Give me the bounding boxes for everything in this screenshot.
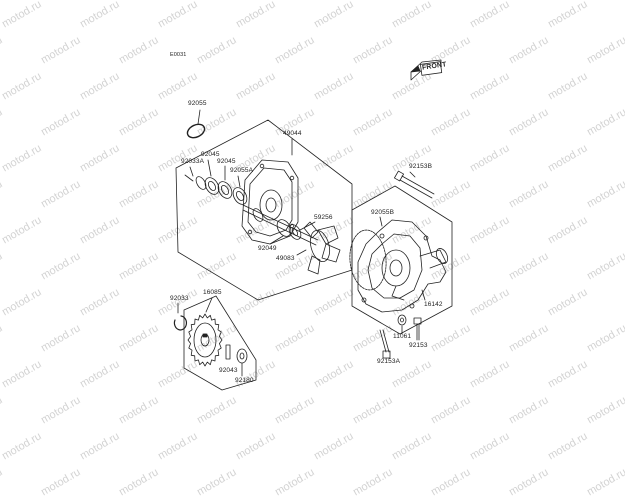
leader-16085: [205, 297, 213, 313]
part-label-92153a: 92153A: [377, 358, 401, 365]
leader-92045a: [207, 159, 212, 177]
leader-92049: [269, 235, 284, 245]
part-label-59256: 59256: [314, 214, 333, 221]
part-label-92049: 92049: [258, 245, 277, 252]
bearing-stack: [184, 174, 248, 205]
leader-92033a: [189, 166, 194, 177]
watermark-text: motod.ru: [195, 466, 239, 498]
watermark-text: motod.ru: [429, 466, 473, 498]
part-label-92055a: 92055A: [230, 167, 254, 174]
part-label-92045b: 92045: [217, 158, 236, 165]
o-ring-92055: [186, 123, 206, 139]
pump-shaft: [242, 204, 319, 246]
part-label-92043: 92043: [219, 367, 238, 374]
part-label-49083: 49083: [276, 255, 295, 262]
part-label-92153b: 92153B: [409, 163, 433, 170]
bolt-92153a: [379, 329, 391, 359]
washer-92180: [236, 348, 248, 364]
leader-92055a: [237, 175, 241, 188]
watermark-text: motod.ru: [273, 466, 317, 498]
part-label-92180: 92180: [235, 377, 254, 384]
leader-92055: [197, 109, 201, 125]
bolt-92153b: [394, 170, 435, 199]
part-label-92055: 92055: [188, 100, 207, 107]
pin-92043: [225, 344, 231, 360]
front-arrow-icon: [410, 59, 443, 81]
bolt-92153: [413, 317, 422, 341]
sprocket-assembly-frame: [183, 295, 257, 391]
housing-assembly-frame: [351, 185, 453, 335]
watermark-text: motod.ru: [507, 466, 551, 498]
leader-16142: [421, 289, 426, 301]
watermark-text: motod.ru: [351, 466, 395, 498]
pump-assembly-frame: [175, 119, 353, 301]
watermark-text: motod.ru: [585, 466, 625, 498]
part-label-49044: 49044: [283, 130, 302, 137]
watermark-text: motod.ru: [117, 466, 161, 498]
part-label-92045a: 92045: [201, 151, 220, 158]
washer-11061: [397, 314, 407, 326]
diagram-code: E0031: [170, 52, 187, 58]
watermark-text: motod.ru: [0, 466, 5, 498]
watermark-text: motod.ru: [39, 466, 83, 498]
sprocket-16085: [187, 313, 223, 367]
circlip-92033: [173, 315, 188, 331]
part-label-16142: 16142: [424, 301, 443, 308]
exploded-view-drawing: [173, 59, 453, 391]
part-label-11061: 11061: [393, 333, 412, 340]
part-label-92055b: 92055B: [371, 209, 395, 216]
o-ring-92055b: [349, 229, 387, 291]
pump-housing: [357, 219, 449, 313]
part-label-16085: 16085: [203, 289, 222, 296]
part-label-92033a: 92033A: [181, 158, 205, 165]
leader-92055b: [379, 216, 383, 227]
leader-59256: [299, 221, 316, 231]
impeller: [303, 221, 341, 275]
leader-49083: [296, 249, 307, 256]
part-label-92153: 92153: [409, 342, 428, 349]
leader-92153b: [409, 171, 416, 178]
part-label-92033: 92033: [170, 295, 189, 302]
